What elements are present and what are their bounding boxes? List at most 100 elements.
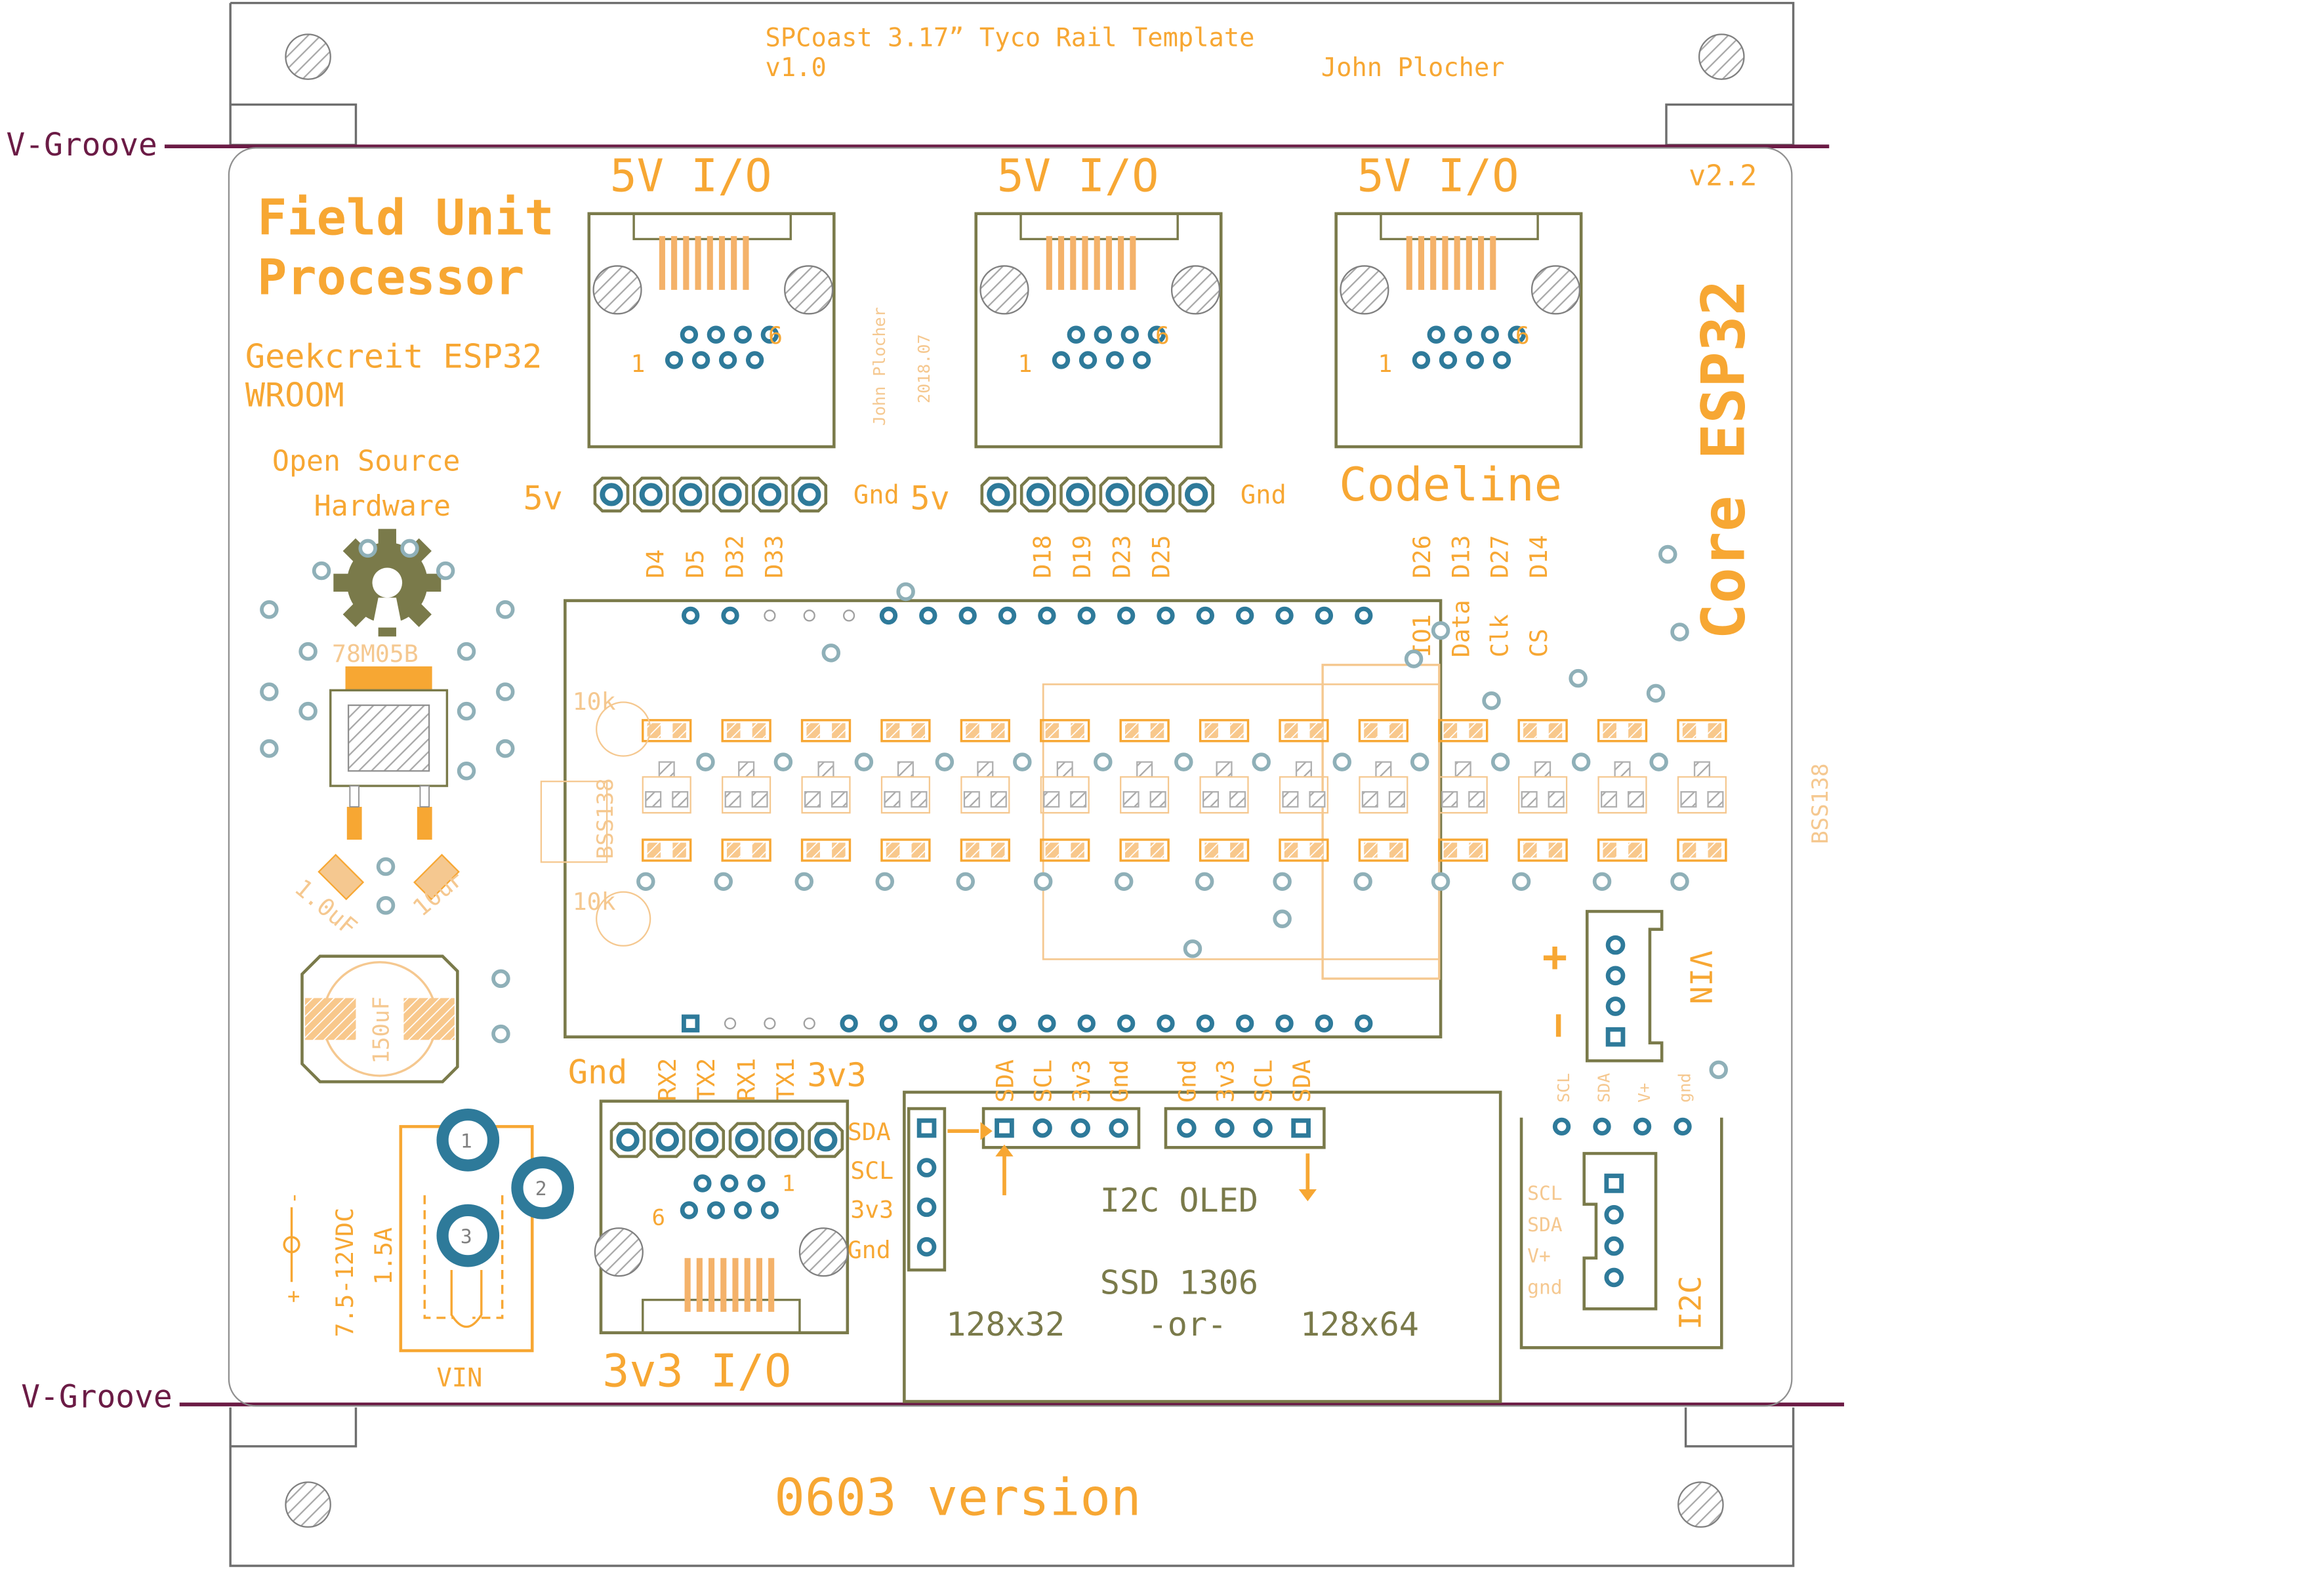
io3v3-header-pad-5 <box>814 1128 838 1152</box>
power-jack-pin3 <box>436 1204 500 1267</box>
resistor-bottom <box>1438 838 1489 862</box>
regulator-78m05b: 78M05B 1.0uF 10uF <box>289 640 470 941</box>
resistor-bottom-pad <box>1708 842 1722 858</box>
resistor-bottom-pad <box>1150 842 1164 858</box>
regulator-pin-left <box>349 785 359 808</box>
mount-hole-top-right <box>1698 33 1745 80</box>
via <box>896 582 915 602</box>
i2c-side-label: SCL <box>1527 1182 1562 1204</box>
level-shifter-channel-14 <box>1677 719 1727 862</box>
rj45-contact <box>1105 235 1112 290</box>
resistor-top-pad <box>1469 723 1483 739</box>
esp32-bottom-pin <box>1038 1014 1056 1033</box>
resistor-ref-circle-bottom <box>596 891 651 947</box>
resistor-top-pad <box>1204 723 1218 739</box>
via-ring <box>794 872 814 891</box>
rj45-pin-bottom-1 <box>1439 351 1458 369</box>
oled-header-right-outline <box>1164 1107 1326 1149</box>
via-ring <box>1013 752 1032 771</box>
via <box>794 872 814 891</box>
resistor-top-pad <box>1603 723 1616 739</box>
via-ring <box>1511 872 1531 891</box>
via <box>1195 872 1214 891</box>
resistor-top-pad <box>1682 723 1696 739</box>
via-ring <box>875 872 895 891</box>
esp32-bottom-pin <box>840 1014 858 1033</box>
bulk-capacitor-150uf: 150uF <box>300 954 459 1084</box>
i2c-side-pad-1 <box>916 1158 937 1177</box>
io3v3-rj-pin <box>707 1201 726 1219</box>
mosfet-pad <box>672 791 689 808</box>
rj45-contact <box>1130 235 1136 290</box>
mosfet-pad <box>1693 761 1710 778</box>
mosfet-pad <box>897 761 914 778</box>
via <box>1183 939 1202 958</box>
via-ring <box>496 600 515 619</box>
via-ring <box>1273 872 1292 891</box>
rj45-pin6-label: 6 <box>1155 321 1170 350</box>
i2c-connector-label: I2C <box>1673 1276 1708 1330</box>
rj45-contact <box>695 235 701 290</box>
esp32-bottom-pin <box>1315 1014 1334 1033</box>
resistor-bottom <box>1597 838 1648 862</box>
io3v3-contact <box>684 1258 691 1312</box>
mosfet-pad <box>1628 791 1645 808</box>
mosfet-outline <box>1359 776 1408 814</box>
i2c-top-label: V+ <box>1635 1083 1654 1103</box>
esp32-bottom-pin <box>682 1014 700 1033</box>
resistor-bottom <box>1358 838 1408 862</box>
io3v3-header-pad-2 <box>695 1128 719 1152</box>
via <box>1482 691 1501 710</box>
credit-name: John Plocher <box>870 307 889 426</box>
mount-hole-bottom-left <box>285 1481 331 1528</box>
esp32-top-pin <box>919 606 937 625</box>
esp32-top-unused-pin <box>842 609 855 622</box>
power-jack-pin2 <box>511 1156 575 1219</box>
mosfet-pad <box>1043 791 1060 808</box>
resistor-top <box>1358 719 1408 743</box>
resistor-bottom <box>1677 838 1727 862</box>
rj45-contact <box>1046 235 1052 290</box>
resistor-bottom-pad <box>1125 842 1139 858</box>
resistor-bottom <box>1119 838 1170 862</box>
rj45-pin-top-2 <box>733 325 752 344</box>
via-ring <box>260 739 279 758</box>
resistor-bottom-pad <box>991 842 1005 858</box>
esp32-top-pin <box>1196 606 1214 625</box>
io3v3-header-outline-2 <box>689 1122 726 1158</box>
mosfet-pad <box>645 791 662 808</box>
template-version: v1.0 <box>766 53 827 83</box>
mosfet-outline <box>801 776 851 814</box>
rj45-contact <box>718 235 726 290</box>
resistor-top-pad <box>1389 723 1403 739</box>
io3v3-header-outline-1 <box>649 1122 686 1158</box>
polarity-icon: - + <box>281 1192 306 1303</box>
rj45-signal-pin: D13 <box>1447 535 1475 579</box>
io3v3-contact <box>696 1258 703 1312</box>
module-line2: WROOM <box>245 376 344 415</box>
oled-size-a: 128x32 <box>946 1305 1065 1343</box>
level-shifter-channel-7 <box>1119 719 1170 862</box>
rj45-pin-bottom-1 <box>1078 351 1098 369</box>
resistor-bottom <box>880 838 931 862</box>
rj45-hole-left <box>979 265 1029 315</box>
rj45-pin-bottom-1 <box>691 351 710 369</box>
board-outline <box>228 147 1793 1407</box>
io3v3-label: 3v3 I/O <box>602 1346 791 1398</box>
mosfet-pad <box>804 791 821 808</box>
rj45-header-pad-5 <box>1185 483 1208 506</box>
mosfet-outline <box>1438 776 1488 814</box>
via-ring <box>1195 872 1214 891</box>
esp32-bottom-pin <box>1355 1014 1373 1033</box>
resistor-bottom-pad <box>966 842 979 858</box>
via-ring <box>1646 684 1666 703</box>
mosfet-pad <box>751 791 768 808</box>
esp32-bottom-pin <box>1196 1014 1214 1033</box>
via-ring <box>1431 872 1450 891</box>
resistor-bottom <box>1279 838 1329 862</box>
resistor-top-pad <box>1125 723 1139 739</box>
regulator-die <box>347 704 430 772</box>
